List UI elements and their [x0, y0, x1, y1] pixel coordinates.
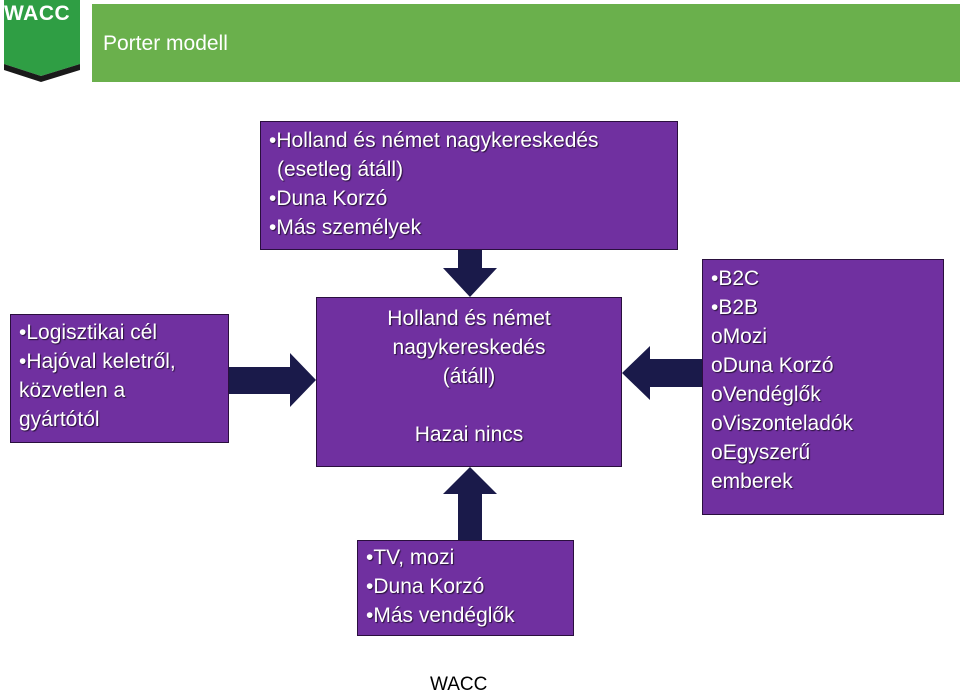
wacc-logo: WACC — [0, 0, 82, 82]
new-entrants-box: Holland és német nagykereskedés (esetleg… — [260, 121, 678, 250]
list-item: közvetlen a — [19, 379, 126, 402]
logo-chevron-icon — [4, 0, 80, 82]
substitutes-box: TV, mozi Duna Korzó Más vendéglők — [357, 540, 574, 636]
sub-list-item: Vendéglők — [711, 380, 935, 409]
list-item: gyártótól — [19, 408, 100, 431]
competitors-box: Holland és német nagykereskedés (átáll) … — [316, 297, 622, 467]
list-item: Duna Korzó — [269, 184, 669, 213]
buyers-box: B2C B2B Mozi Duna Korzó Vendéglők Viszon… — [702, 259, 944, 515]
sub-list-item: Viszonteladók — [711, 409, 935, 438]
list-item: Logisztikai cél — [19, 318, 220, 347]
list-item: B2B — [711, 293, 935, 322]
arrow-left-icon — [622, 346, 702, 400]
suppliers-box: Logisztikai cél Hajóval keletről, közvet… — [10, 314, 229, 443]
page-title: Porter modell — [103, 32, 228, 55]
sub-list-continuation: emberek — [711, 470, 793, 493]
center-line: Holland és német — [387, 307, 551, 330]
arrow-up-icon — [443, 467, 497, 540]
list-item: Más vendéglők — [366, 601, 565, 630]
list-item: TV, mozi — [366, 543, 565, 572]
list-item: Duna Korzó — [366, 572, 565, 601]
sub-list-item: Mozi — [711, 322, 935, 351]
list-item: (esetleg átáll) — [277, 158, 404, 181]
title-bar: Porter modell — [92, 4, 960, 82]
list-item: Hajóval keletről, — [19, 347, 220, 376]
arrow-right-icon — [229, 353, 316, 407]
logo-text: WACC — [4, 2, 71, 25]
center-line: (átáll) — [442, 365, 496, 388]
list-item: B2C — [711, 264, 935, 293]
sub-list-item: Duna Korzó — [711, 351, 935, 380]
list-item: Más személyek — [269, 213, 669, 242]
footer-text: WACC — [430, 674, 488, 695]
sub-list-item: Egyszerű — [711, 438, 935, 467]
arrow-down-icon — [443, 250, 497, 297]
center-line: Hazai nincs — [414, 423, 524, 446]
center-line: nagykereskedés — [392, 336, 546, 359]
list-item: Holland és német nagykereskedés — [269, 126, 669, 155]
